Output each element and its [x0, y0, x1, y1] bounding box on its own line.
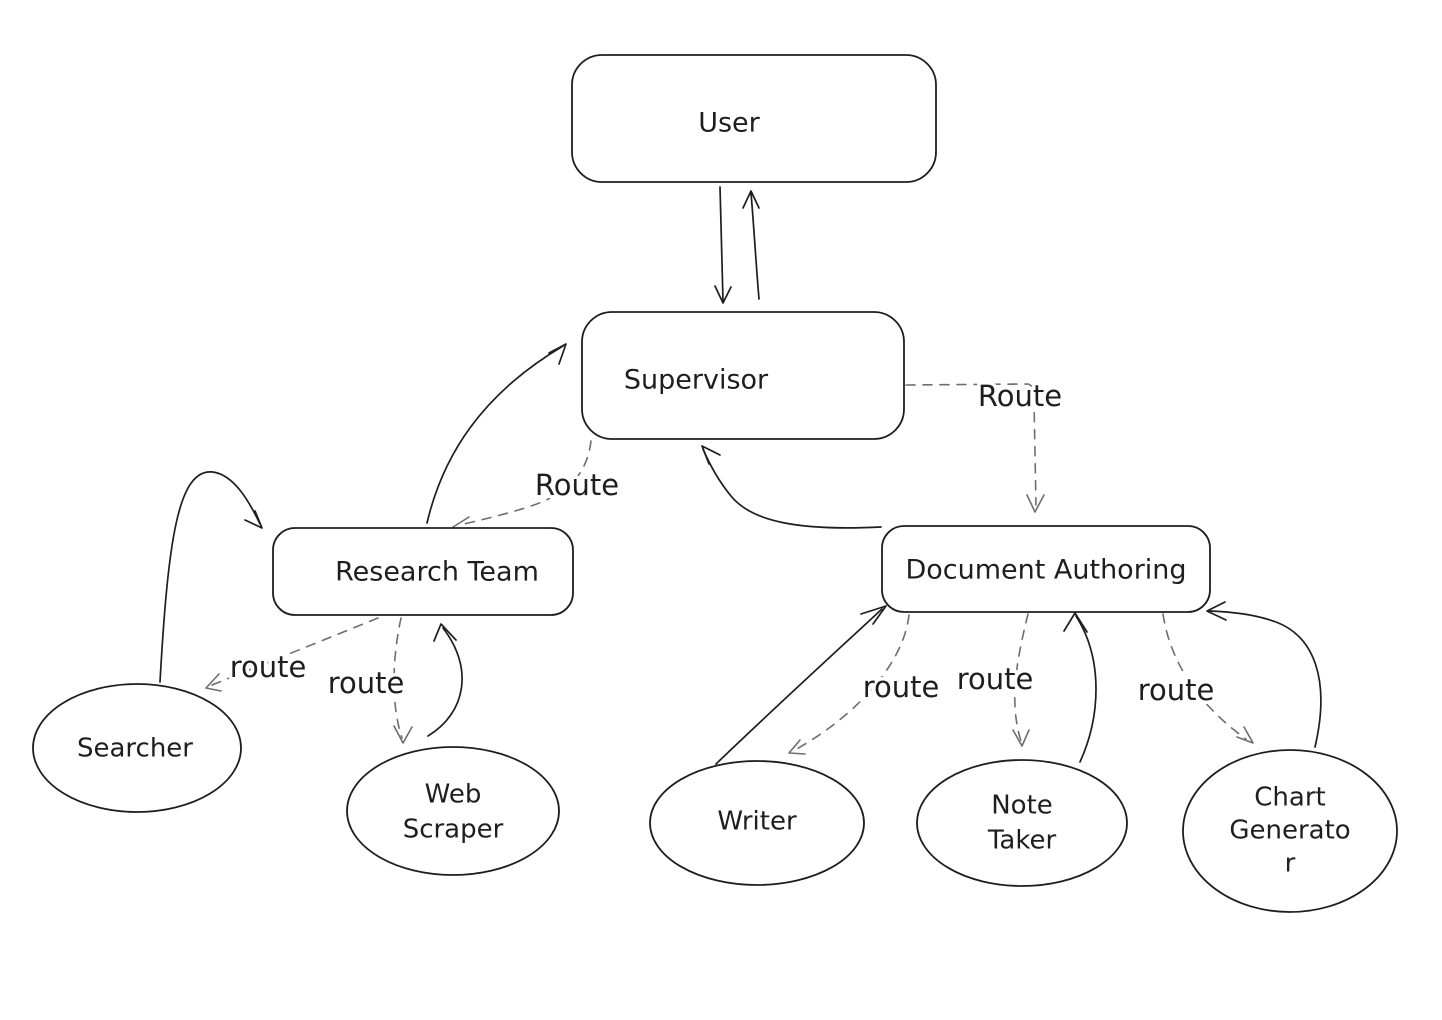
node-user-box — [571, 54, 937, 183]
edge-document-authoring-to-supervisor — [701, 445, 882, 529]
edge-user-to-supervisor-arrowhead-icon — [714, 285, 732, 304]
edge-label-route-document-authoring-note-taker: route — [957, 662, 1034, 696]
edge-chart-generator-to-document-authoring — [1206, 601, 1322, 748]
edge-research-team-to-searcher-route-arrowhead-icon — [205, 673, 222, 692]
node-note-taker-ellipse — [916, 759, 1128, 887]
node-note-taker-label-line1: Note — [991, 791, 1053, 821]
node-web-scraper-ellipse — [346, 746, 560, 876]
edge-document-authoring-to-supervisor-arrowhead-icon — [701, 445, 721, 465]
node-writer-label: Writer — [717, 807, 797, 837]
node-chart-generator-label-line3: r — [1285, 849, 1296, 879]
node-chart-generator-label-line1: Chart — [1254, 783, 1325, 813]
edge-document-authoring-to-writer-route-line — [794, 614, 910, 751]
edge-note-taker-to-document-authoring-line — [1075, 615, 1097, 763]
node-writer-ellipse — [649, 760, 865, 886]
edge-document-authoring-to-chart-generator-route — [1162, 613, 1254, 744]
edge-chart-generator-to-document-authoring-line — [1209, 610, 1322, 748]
edge-writer-to-document-authoring-line — [715, 608, 883, 765]
edge-research-team-to-web-scraper-route — [393, 617, 413, 744]
edge-label-route-research-team-web-scraper: route — [328, 666, 405, 700]
node-searcher-label: Searcher — [77, 734, 193, 764]
edge-label-route-document-authoring-chart-generator: route — [1138, 673, 1215, 707]
edge-supervisor-to-user — [742, 190, 760, 300]
node-supervisor-box — [581, 311, 905, 440]
edge-document-authoring-to-chart-generator-route-arrowhead-icon — [1236, 726, 1254, 744]
node-research-team-box — [272, 527, 574, 616]
node-document-authoring-box — [881, 525, 1211, 613]
edge-supervisor-to-document-authoring-route-arrowhead-icon — [1026, 494, 1045, 513]
node-web-scraper-label-line2: Scraper — [403, 815, 504, 845]
edge-supervisor-to-research-team-route-line — [459, 440, 592, 526]
node-research-team-label: Research Team — [335, 557, 539, 588]
edge-searcher-to-research-team-line — [159, 471, 261, 683]
edge-research-team-to-supervisor — [426, 343, 567, 524]
edge-label-route-supervisor-research-team: Route — [535, 468, 619, 502]
node-note-taker-label-line2: Taker — [987, 826, 1057, 856]
edge-supervisor-to-document-authoring-route — [905, 383, 1045, 513]
node-web-scraper-label-line1: Web — [425, 780, 482, 810]
edge-research-team-to-web-scraper-route-arrowhead-icon — [393, 725, 413, 744]
edge-research-team-to-searcher-route-line — [211, 617, 379, 686]
edge-web-scraper-to-research-team-line — [427, 627, 463, 737]
edge-research-team-to-searcher-route — [205, 617, 379, 692]
edge-web-scraper-to-research-team-arrowhead-icon — [433, 623, 457, 642]
node-document-authoring-label: Document Authoring — [905, 555, 1186, 586]
edge-note-taker-to-document-authoring-arrowhead-icon — [1063, 612, 1088, 633]
edge-research-team-to-supervisor-line — [426, 345, 564, 524]
node-chart-generator-label-line2: Generato — [1229, 816, 1350, 846]
edge-supervisor-to-document-authoring-route-line — [905, 383, 1037, 506]
edge-writer-to-document-authoring-arrowhead-icon — [860, 605, 887, 625]
edge-label-route-document-authoring-writer: route — [863, 670, 940, 704]
edge-web-scraper-to-research-team — [427, 623, 463, 737]
node-user-label: User — [698, 108, 760, 139]
edge-supervisor-to-user-arrowhead-icon — [742, 190, 760, 209]
edge-document-authoring-to-note-taker-route — [1012, 613, 1030, 747]
edge-note-taker-to-document-authoring — [1063, 612, 1097, 763]
edge-label-route-supervisor-document-authoring: Route — [978, 379, 1062, 413]
edge-document-authoring-to-note-taker-route-arrowhead-icon — [1012, 729, 1030, 747]
edge-searcher-to-research-team — [159, 471, 263, 683]
node-supervisor-label: Supervisor — [624, 365, 769, 396]
edge-searcher-to-research-team-arrowhead-icon — [244, 510, 263, 529]
edge-user-to-supervisor-line — [719, 186, 724, 302]
edge-chart-generator-to-document-authoring-arrowhead-icon — [1206, 601, 1227, 621]
edge-writer-to-document-authoring — [715, 605, 887, 765]
edge-user-to-supervisor — [714, 186, 732, 304]
edge-document-authoring-to-writer-route — [788, 614, 910, 755]
node-chart-generator-ellipse — [1182, 749, 1398, 913]
edge-document-authoring-to-writer-route-arrowhead-icon — [788, 739, 806, 755]
node-searcher-ellipse — [32, 683, 242, 813]
edge-document-authoring-to-supervisor-line — [702, 448, 882, 529]
edge-research-team-to-web-scraper-route-line — [393, 617, 403, 739]
edge-document-authoring-to-chart-generator-route-line — [1162, 613, 1247, 740]
edge-supervisor-to-user-line — [750, 192, 760, 300]
edge-research-team-to-supervisor-arrowhead-icon — [548, 343, 567, 365]
edge-label-route-research-team-searcher: route — [230, 650, 307, 684]
